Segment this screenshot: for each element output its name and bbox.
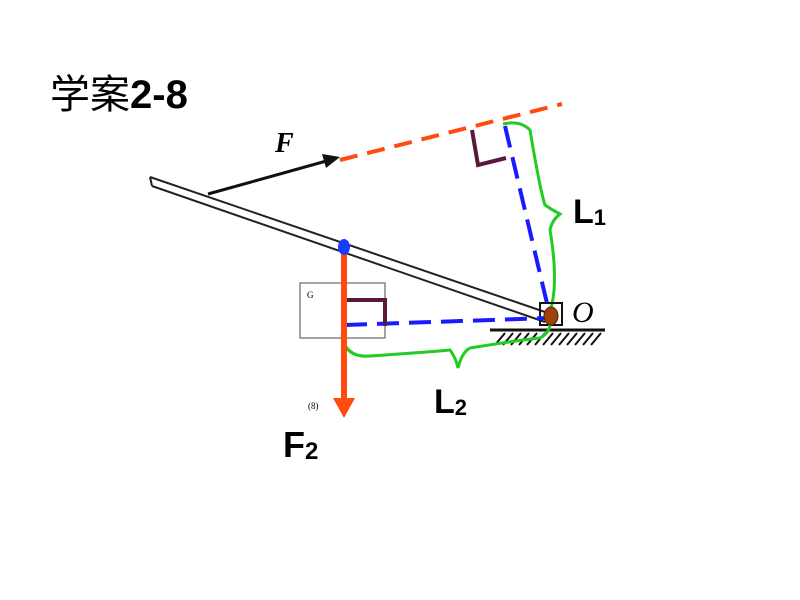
pivot-point (543, 306, 559, 326)
label-g: G (307, 290, 314, 300)
right-angle-marker-bottom (347, 298, 387, 326)
brace-l2 (340, 317, 552, 369)
label-f2: F2 (283, 424, 318, 465)
line-of-action (339, 102, 563, 162)
label-l1: L1 (573, 193, 606, 231)
label-o: O (572, 296, 594, 329)
arm-l1-line (503, 125, 552, 317)
brace-l1 (502, 121, 563, 317)
arm-l2-line (344, 316, 549, 327)
force-f-arrow (207, 154, 340, 196)
figure-number: (8) (308, 401, 319, 411)
right-angle-marker-top (470, 129, 507, 168)
label-f: F (274, 128, 294, 159)
application-point (338, 239, 350, 255)
title-number: 2-8 (130, 73, 188, 117)
title-chinese: 学案 (50, 73, 130, 117)
slide-title: 学案2-8 (50, 62, 188, 120)
force-f2-arrow (333, 248, 355, 418)
label-l2: L2 (434, 383, 467, 421)
